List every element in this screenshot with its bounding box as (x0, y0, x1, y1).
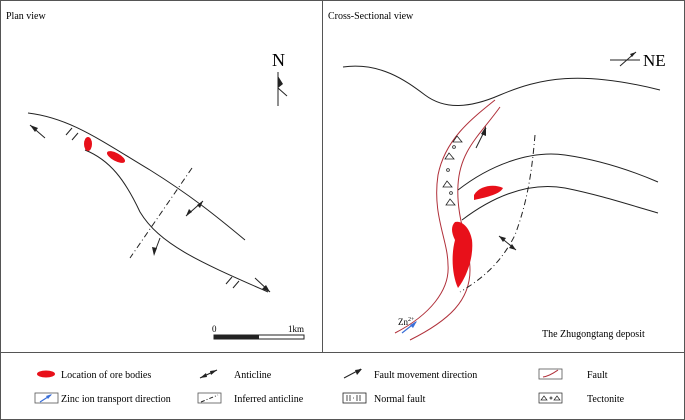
legend-label: Inferred anticline (234, 394, 304, 405)
fault-movement-arrow-icon (254, 277, 271, 293)
legend-label: Tectonite (587, 394, 625, 405)
anticline-arrow-icon (185, 200, 204, 217)
plan-fault-upper (27, 112, 246, 241)
legend-label: Normal fault (374, 394, 426, 405)
inferred-anticline-line (129, 167, 193, 259)
section-upper-boundary (342, 65, 661, 106)
legend-label: Fault movement direction (374, 370, 477, 381)
legend: Location of ore bodies Anticline Fault m… (34, 368, 625, 405)
tectonite-markers (442, 135, 463, 206)
ne-direction-icon: NE (610, 51, 666, 70)
ore-body-swatch-icon (37, 370, 55, 378)
legend-item-anticline: Anticline (199, 369, 272, 381)
fault-movement-arrow-icon (343, 368, 362, 379)
fault-movement-arrow-icon (152, 237, 161, 256)
tectonite-swatch-icon (538, 392, 563, 404)
inferred-anticline-swatch-icon (200, 394, 219, 403)
ore-body (106, 151, 126, 163)
zinc-transport-arrow-icon (39, 394, 52, 403)
section-fault-left (394, 99, 496, 334)
scale-bar: 0 1km (212, 324, 305, 340)
legend-item-fault: Fault (538, 368, 608, 381)
fault-swatch-icon (542, 369, 559, 378)
cross-section-title: Cross-Sectional view (328, 11, 414, 22)
scale-start-label: 0 (212, 324, 217, 334)
inferred-anticline-line (459, 134, 536, 293)
normal-fault-ticks (65, 127, 240, 289)
legend-item-inferred-anticline: Inferred anticline (197, 392, 304, 405)
ore-body (84, 137, 92, 151)
plan-fault-lower (84, 149, 269, 293)
anticline-arrow-icon (498, 235, 517, 251)
legend-item-fault-movement: Fault movement direction (343, 368, 477, 381)
scale-end-label: 1km (288, 324, 304, 334)
ore-body (474, 185, 503, 200)
north-arrow-icon: N (272, 50, 288, 106)
section-layer-lower (461, 186, 659, 221)
legend-item-ore-bodies: Location of ore bodies (37, 370, 151, 381)
normal-fault-swatch-icon (342, 392, 367, 404)
zinc-ion-label: Zn2+ (398, 317, 415, 327)
legend-item-zinc-transport: Zinc ion transport direction (34, 392, 171, 405)
fault-movement-arrow-icon (29, 124, 46, 139)
legend-item-normal-fault: Normal fault (342, 392, 426, 405)
fault-movement-arrow-icon (475, 126, 487, 149)
section-layer-upper (457, 153, 659, 191)
cross-section-panel: Cross-Sectional view NE (328, 11, 666, 341)
plan-view-panel: Plan view N (6, 11, 305, 340)
legend-label: Anticline (234, 370, 272, 381)
plan-view-title: Plan view (6, 11, 46, 22)
north-label: N (272, 50, 285, 70)
legend-label: Zinc ion transport direction (61, 394, 171, 405)
ore-body (452, 221, 473, 288)
ne-label: NE (643, 51, 666, 70)
legend-label: Location of ore bodies (61, 370, 151, 381)
deposit-caption: The Zhugongtang deposit (542, 329, 645, 340)
anticline-arrow-icon (199, 369, 218, 379)
legend-item-tectonite: Tectonite (538, 392, 625, 405)
legend-label: Fault (587, 370, 608, 381)
zinc-transport-arrow-icon (401, 321, 417, 334)
